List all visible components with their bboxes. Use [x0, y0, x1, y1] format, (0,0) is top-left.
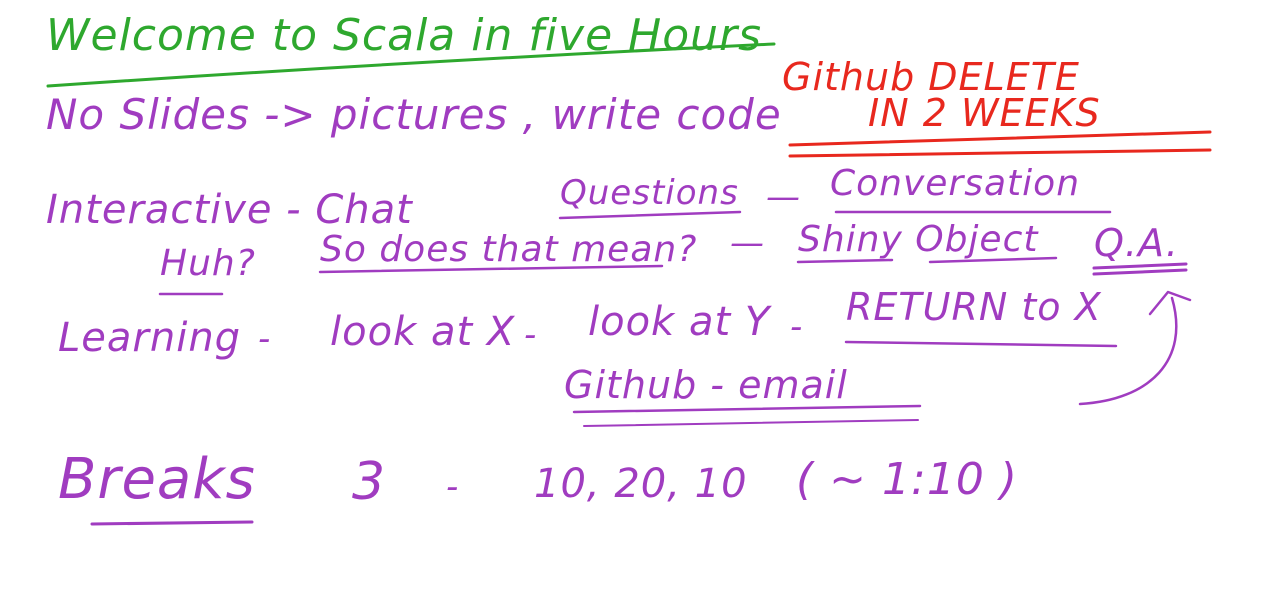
questions-underline — [558, 210, 742, 220]
red-underline-2 — [788, 148, 1212, 158]
interactive-chat-text: Interactive - Chat — [46, 187, 413, 233]
so-what-text: So does that mean? — [320, 229, 698, 270]
github-email-text: Github - email — [564, 363, 848, 407]
return-x-text: RETURN to X — [846, 285, 1102, 329]
qa-text: Q.A. — [1094, 221, 1179, 265]
dash-sep-3: - — [258, 319, 272, 359]
qa-underline-1 — [1092, 262, 1188, 270]
shiny-object-text: Shiny Object — [798, 219, 1039, 260]
github-email-underline-2 — [583, 419, 919, 427]
dash-sep-1: — — [766, 177, 801, 217]
title-text: Welcome to Scala in five Hours — [46, 10, 763, 61]
github-delete-text: Github DELETE — [782, 55, 1080, 99]
so-what-underline — [318, 264, 664, 274]
return-arrow-head — [1148, 290, 1192, 316]
dash-sep-4: - — [524, 315, 538, 355]
shiny-underline — [796, 258, 894, 264]
dash-sep-5: - — [790, 307, 804, 347]
object-underline — [928, 256, 1058, 264]
title-underline — [46, 42, 776, 88]
breaks-underline — [90, 520, 254, 526]
breaks-text: Breaks — [58, 447, 256, 512]
no-slides-text: No Slides -> pictures , write code — [46, 90, 782, 139]
conversation-text: Conversation — [830, 163, 1081, 204]
github-email-underline-1 — [572, 404, 922, 414]
learning-text: Learning — [58, 315, 242, 361]
look-x-text: look at X — [330, 309, 516, 355]
return-arrow — [1078, 296, 1178, 406]
break-times-text: 10, 20, 10 — [534, 461, 748, 507]
return-underline — [844, 340, 1118, 348]
red-underline-1 — [788, 130, 1212, 147]
dash-sep-2: — — [730, 223, 765, 263]
look-y-text: look at Y — [588, 299, 771, 345]
huh-text: Huh? — [160, 243, 256, 284]
in-two-weeks-text: IN 2 WEEKS — [868, 91, 1101, 135]
questions-text: Questions — [560, 173, 739, 213]
break-interval-text: ( ~ 1:10 ) — [796, 454, 1018, 505]
dash-sep-6: - — [446, 467, 460, 507]
breaks-count-text: 3 — [352, 452, 387, 512]
qa-underline-2 — [1092, 268, 1188, 276]
